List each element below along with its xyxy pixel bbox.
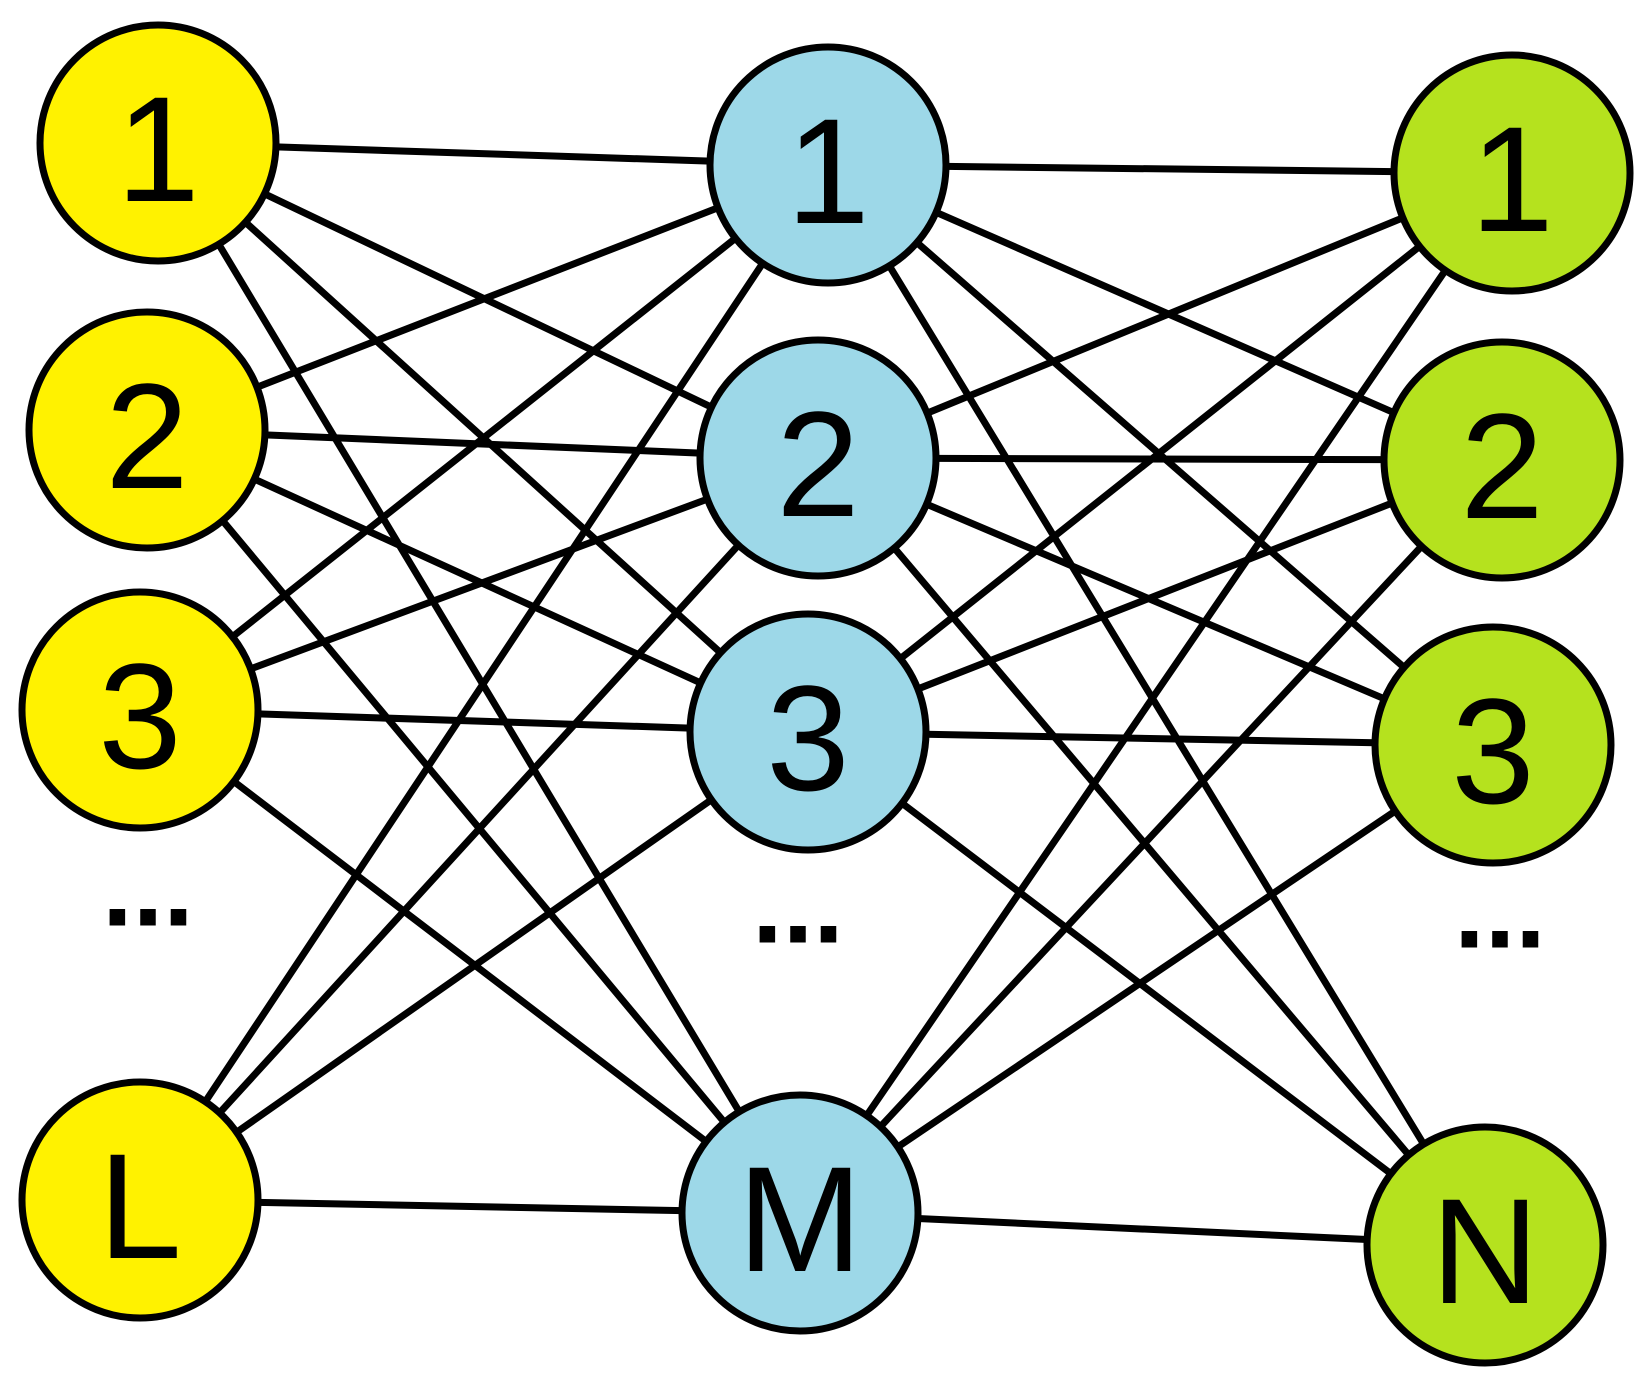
output-node-circle (1390, 51, 1634, 295)
input-node-3: 3 (18, 588, 262, 832)
input-node-1: 1 (36, 21, 280, 265)
hidden-node-label: 1 (786, 87, 869, 255)
edge-input-4-to-hidden-3 (233, 796, 715, 1136)
edge-hidden-4-to-output-3 (894, 807, 1399, 1151)
hidden-node-3: 3 (686, 610, 930, 854)
edge-input-3-to-hidden-1 (228, 234, 740, 641)
edge-hidden-2-to-output-2 (932, 454, 1388, 464)
edge-hidden-2-to-output-4 (890, 544, 1413, 1159)
hidden-node-1: 1 (706, 43, 950, 287)
hidden-ellipsis: ... (752, 844, 844, 967)
input-node-label: L (98, 1122, 181, 1290)
edge-hidden-4-to-output-4 (914, 1215, 1371, 1243)
input-node-label: 2 (105, 352, 188, 520)
edge-input-3-to-hidden-4 (230, 778, 710, 1145)
edge-input-2-to-hidden-2 (261, 431, 704, 457)
hidden-node-label: M (738, 1135, 863, 1303)
hidden-node-label: 2 (776, 380, 859, 548)
edge-input-3-to-hidden-2 (247, 495, 711, 673)
hidden-node-label: 3 (766, 654, 849, 822)
output-node-1: 1 (1390, 51, 1634, 295)
output-node-circle (1371, 623, 1615, 867)
hidden-node-circle (678, 1091, 922, 1335)
edge-hidden-3-to-output-2 (914, 499, 1396, 693)
edge-hidden-3-to-output-1 (896, 242, 1424, 663)
edge-input-4-to-hidden-1 (201, 259, 767, 1106)
edge-hidden-2-to-output-1 (923, 214, 1407, 417)
input-node-label: 3 (98, 632, 181, 800)
output-ellipsis: ... (1454, 849, 1546, 972)
hidden-node-circle (696, 336, 940, 580)
output-node-label: 2 (1460, 382, 1543, 550)
hidden-node-circle (706, 43, 950, 287)
output-node-4: N (1363, 1123, 1607, 1367)
hidden-node-circle (686, 610, 930, 854)
edge-input-2-to-hidden-4 (219, 517, 728, 1126)
edge-input-2-to-hidden-1 (253, 204, 722, 391)
edge-hidden-4-to-output-1 (863, 266, 1449, 1120)
edge-input-3-to-hidden-3 (254, 710, 694, 732)
edge-hidden-1-to-output-4 (885, 262, 1428, 1148)
output-node-label: N (1431, 1167, 1539, 1335)
output-node-circle (1363, 1123, 1607, 1367)
edge-hidden-3-to-output-3 (922, 730, 1379, 747)
hidden-node-2: 2 (696, 336, 940, 580)
output-node-label: 3 (1451, 667, 1534, 835)
output-node-2: 2 (1380, 338, 1624, 582)
edge-hidden-3-to-output-4 (898, 799, 1395, 1178)
edges-group (201, 143, 1449, 1243)
edge-input-4-to-hidden-2 (216, 541, 742, 1117)
edge-input-1-to-hidden-1 (272, 143, 714, 165)
output-node-label: 1 (1470, 95, 1553, 263)
input-node-circle (25, 308, 269, 552)
input-node-circle (36, 21, 280, 265)
input-node-circle (18, 1078, 262, 1322)
input-node-label: 1 (116, 65, 199, 233)
edge-hidden-1-to-output-1 (942, 162, 1398, 176)
output-node-3: 3 (1371, 623, 1615, 867)
input-node-2: 2 (25, 308, 269, 552)
input-ellipsis: ... (102, 827, 194, 950)
edge-input-4-to-hidden-4 (254, 1198, 686, 1215)
ellipses-group: ......... (102, 827, 1546, 972)
hidden-node-4: M (678, 1091, 922, 1335)
nodes-group: 1 2 3L 1 2 3M 1 2 3N (18, 21, 1634, 1367)
edge-hidden-4-to-output-2 (876, 542, 1426, 1131)
input-node-4: L (18, 1078, 262, 1322)
edge-input-1-to-hidden-4 (215, 240, 743, 1116)
output-node-circle (1380, 338, 1624, 582)
input-node-circle (18, 588, 262, 832)
